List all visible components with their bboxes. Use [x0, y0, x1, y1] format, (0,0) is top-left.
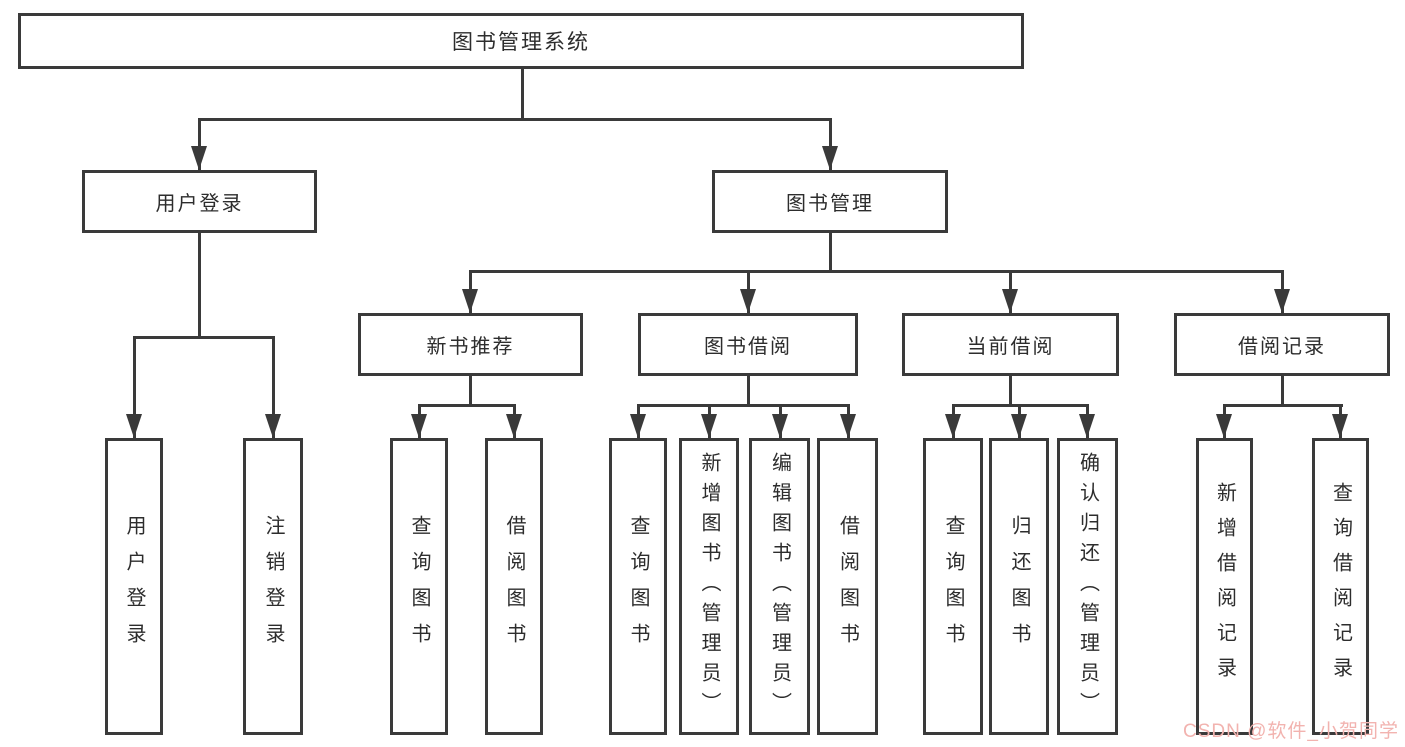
node-label: 查询借阅记录	[1329, 481, 1352, 692]
node-library-management-system: 图书管理系统	[18, 13, 1024, 69]
arrow-down-icon	[1216, 414, 1232, 438]
leaf-query-books-current: 查询图书	[923, 438, 983, 735]
arrow-down-icon	[740, 289, 756, 313]
arrow-down-icon	[411, 414, 427, 438]
node-label: 新书推荐	[426, 336, 515, 358]
arrow-down-icon	[945, 414, 961, 438]
leaf-add-books-admin: 新增图书（管理员）	[679, 438, 739, 735]
node-label: 查询图书	[627, 514, 649, 659]
arrow-down-icon	[840, 414, 856, 438]
leaf-query-borrow-record: 查询借阅记录	[1312, 438, 1369, 735]
node-user-login: 用户登录	[82, 170, 317, 233]
node-book-management: 图书管理	[712, 170, 948, 233]
arrow-down-icon	[506, 414, 522, 438]
connector-line	[133, 336, 136, 438]
node-label: 借阅记录	[1238, 336, 1326, 358]
node-label: 图书管理	[786, 193, 874, 215]
connector-line	[272, 336, 275, 438]
connector-line	[198, 118, 201, 170]
connector-line	[637, 404, 849, 407]
node-label: 新增图书（管理员）	[698, 451, 720, 722]
connector-line	[133, 336, 275, 339]
node-label: 借阅图书	[836, 514, 859, 659]
node-book-borrowing: 图书借阅	[638, 313, 858, 376]
leaf-user-login: 用户登录	[105, 438, 163, 735]
arrow-down-icon	[1274, 289, 1290, 313]
connector-line	[829, 118, 832, 170]
node-new-book-recommend: 新书推荐	[358, 313, 583, 376]
arrow-down-icon	[772, 414, 788, 438]
leaf-borrow-books-recommend: 借阅图书	[485, 438, 543, 735]
connector-line	[418, 404, 516, 407]
arrow-down-icon	[822, 146, 838, 170]
leaf-query-books-recommend: 查询图书	[390, 438, 448, 735]
arrow-down-icon	[265, 414, 281, 438]
connector-line	[1009, 376, 1012, 407]
node-label: 查询图书	[408, 514, 430, 659]
arrow-down-icon	[126, 414, 142, 438]
leaf-borrow-books: 借阅图书	[817, 438, 878, 735]
arrow-down-icon	[1332, 414, 1348, 438]
leaf-logout: 注销登录	[243, 438, 303, 735]
node-label: 借阅图书	[503, 514, 525, 659]
connector-line	[829, 233, 832, 273]
connector-line	[521, 69, 524, 120]
connector-line	[198, 233, 201, 339]
connector-line	[1223, 404, 1343, 407]
leaf-confirm-return-admin: 确认归还（管理员）	[1057, 438, 1118, 735]
connector-line	[747, 376, 750, 407]
node-label: 编辑图书（管理员）	[768, 451, 791, 722]
leaf-return-books: 归还图书	[989, 438, 1049, 735]
node-label: 用户登录	[155, 193, 244, 215]
arrow-down-icon	[1011, 414, 1027, 438]
node-label: 查询图书	[942, 514, 964, 659]
arrow-down-icon	[630, 414, 646, 438]
arrow-down-icon	[191, 146, 207, 170]
node-label: 用户登录	[123, 514, 145, 659]
leaf-edit-books-admin: 编辑图书（管理员）	[749, 438, 810, 735]
connector-line	[469, 270, 1283, 273]
node-label: 归还图书	[1008, 514, 1030, 659]
node-label: 确认归还（管理员）	[1076, 451, 1099, 722]
arrow-down-icon	[1079, 414, 1095, 438]
arrow-down-icon	[462, 289, 478, 313]
node-label: 当前借阅	[966, 336, 1055, 358]
node-label: 注销登录	[262, 514, 284, 659]
node-current-borrowing: 当前借阅	[902, 313, 1119, 376]
leaf-add-borrow-record: 新增借阅记录	[1196, 438, 1253, 735]
leaf-query-books-borrowing: 查询图书	[609, 438, 667, 735]
node-label: 图书管理系统	[452, 31, 590, 54]
csdn-watermark: CSDN @软件_小贺同学	[1183, 721, 1399, 742]
arrow-down-icon	[701, 414, 717, 438]
connector-line	[198, 118, 832, 121]
connector-line	[1281, 376, 1284, 407]
node-label: 新增借阅记录	[1213, 481, 1236, 692]
arrow-down-icon	[1002, 289, 1018, 313]
connector-line	[469, 376, 472, 407]
node-borrowing-records: 借阅记录	[1174, 313, 1390, 376]
node-label: 图书借阅	[704, 336, 792, 358]
